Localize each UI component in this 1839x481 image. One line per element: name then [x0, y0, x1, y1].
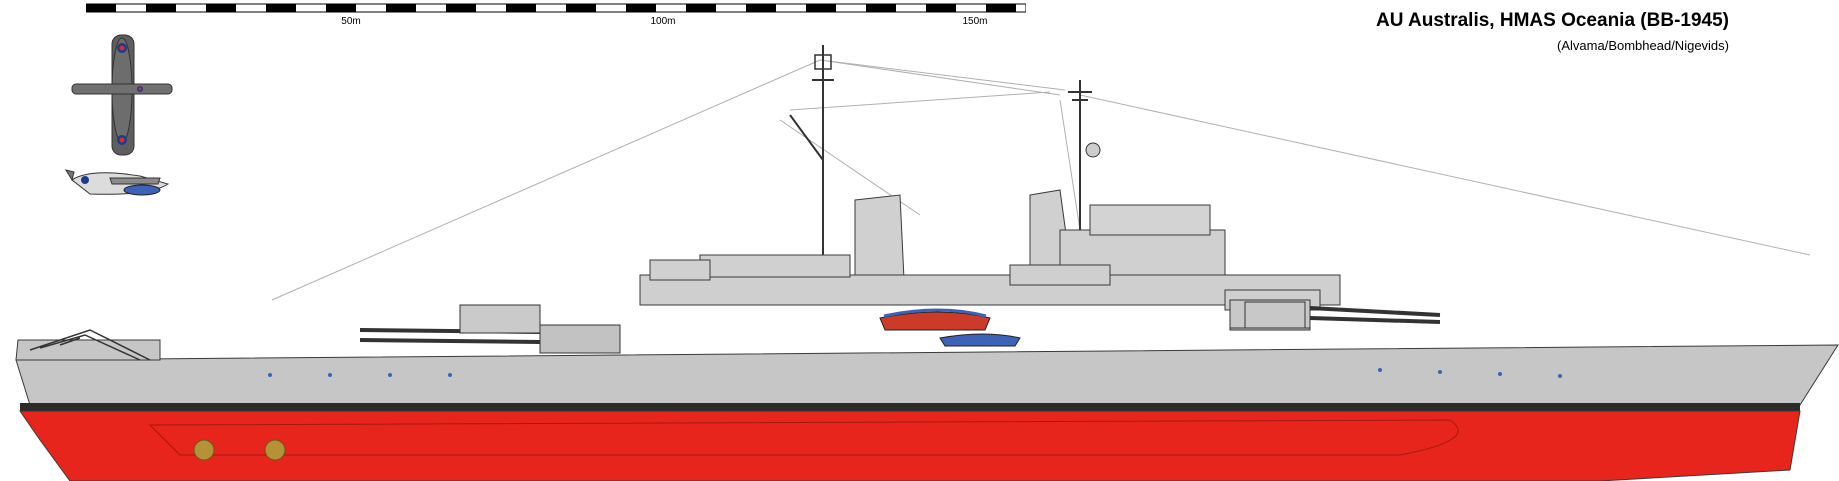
radar-mast: [1068, 80, 1101, 235]
scale-tick-50m: 50m: [341, 16, 361, 27]
scale-bar: 50m 100m 150m: [85, 0, 1027, 28]
scale-tick-150m: 150m: [962, 16, 988, 27]
ship-title: AU Australis, HMAS Oceania (BB-1945): [1375, 10, 1729, 31]
hull: [15, 339, 1839, 481]
ships-boats: [879, 308, 1021, 347]
scale-bar-segments: [86, 4, 1016, 12]
superstructure: [639, 189, 1341, 311]
main-mast: [789, 45, 834, 260]
aircraft-plan-view-icon: [71, 34, 173, 156]
artist-credits: (Alvama/Bombhead/Nigevids): [1557, 38, 1729, 53]
turret-y: [459, 304, 541, 334]
seaplane-side-view-icon: [64, 169, 170, 196]
turret-b: [1229, 299, 1311, 329]
aircraft-catapult: [29, 329, 151, 361]
scale-tick-100m: 100m: [650, 16, 676, 27]
scale-bar-graphic: [85, 3, 1027, 13]
propellers: [193, 439, 286, 461]
portholes: [268, 368, 1562, 378]
